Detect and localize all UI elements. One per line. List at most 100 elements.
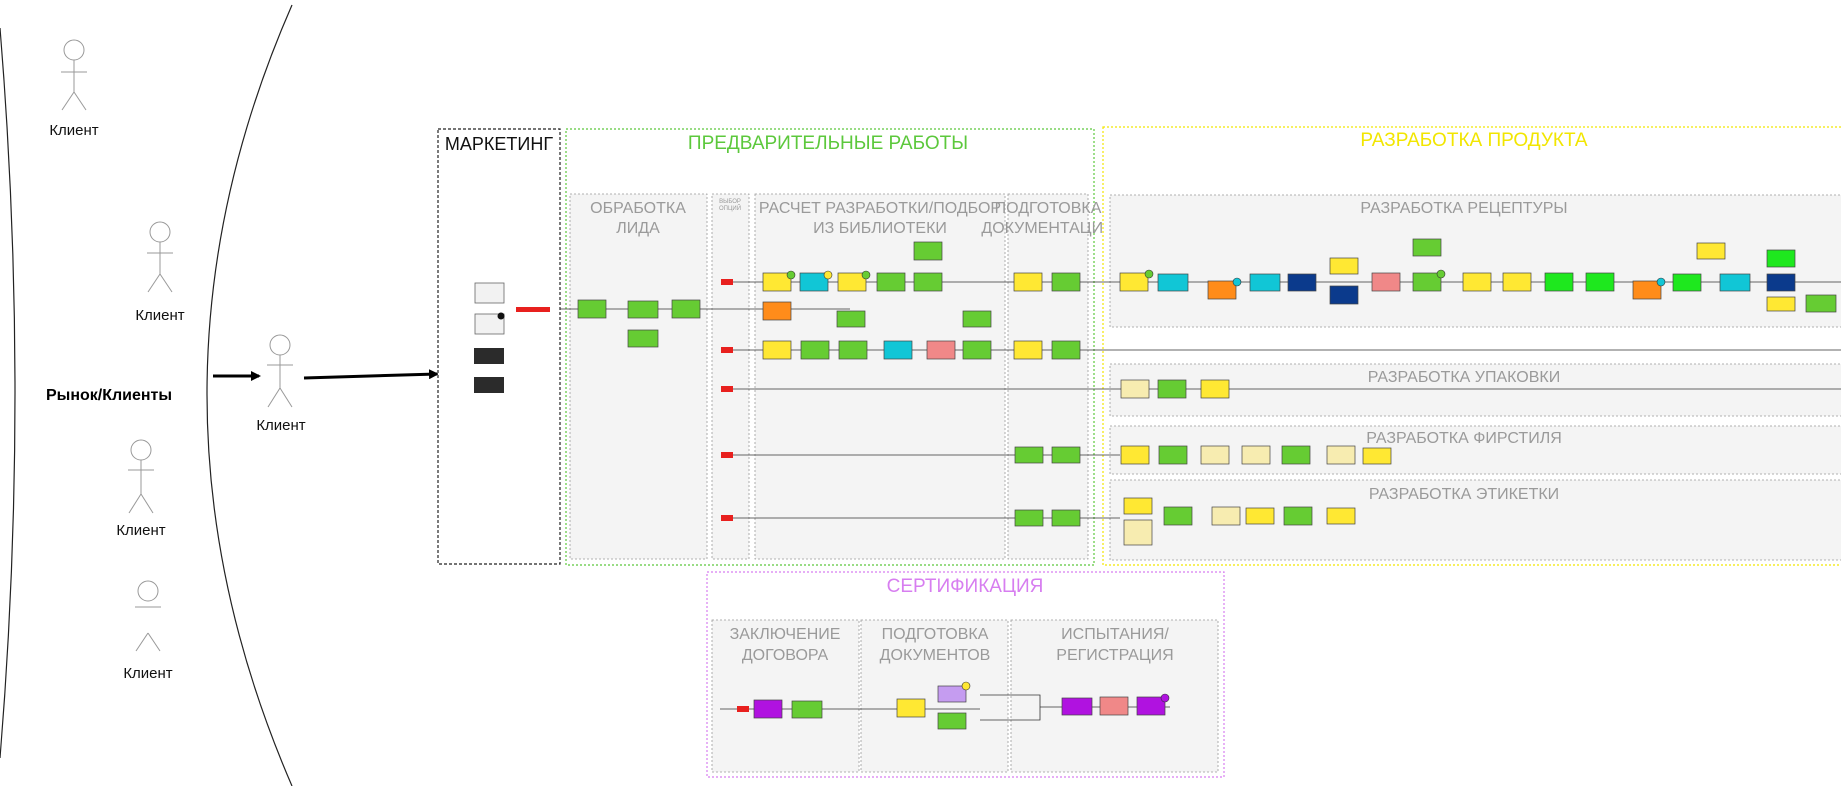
event-markers	[721, 279, 749, 712]
task-node[interactable]	[1329, 257, 1359, 275]
task-node[interactable]	[1249, 273, 1281, 292]
task-node[interactable]	[1283, 506, 1313, 526]
task-node[interactable]	[1544, 272, 1574, 292]
task-node[interactable]	[1766, 296, 1796, 312]
task-node[interactable]	[1136, 696, 1166, 716]
marketing-dark-block-2[interactable]	[474, 377, 504, 393]
task-node[interactable]	[1014, 509, 1044, 527]
task-node[interactable]	[1766, 249, 1796, 268]
task-node[interactable]	[1061, 697, 1093, 716]
task-node[interactable]	[1158, 445, 1188, 465]
task-node[interactable]	[1766, 273, 1796, 292]
task-node[interactable]	[1412, 272, 1442, 292]
task-node[interactable]	[1200, 379, 1230, 399]
packaging-lane	[1109, 363, 1841, 417]
task-node[interactable]	[926, 340, 956, 360]
task-node[interactable]	[1585, 272, 1615, 292]
task-node[interactable]	[1241, 445, 1271, 465]
marketing-event-red	[516, 307, 550, 312]
task-node[interactable]	[1281, 445, 1311, 465]
task-node[interactable]	[913, 241, 943, 261]
recipe-title: РАЗРАБОТКА РЕЦЕПТУРЫ	[1360, 200, 1567, 217]
task-node[interactable]	[962, 310, 992, 328]
task-node[interactable]	[799, 272, 829, 292]
market-area: Клиент Клиент Клиент Клиент	[0, 4, 439, 786]
client-figure-3	[267, 334, 293, 408]
task-node[interactable]	[762, 301, 792, 321]
task-node[interactable]	[1362, 447, 1392, 465]
task-node[interactable]	[1287, 273, 1317, 292]
task-node[interactable]	[1014, 446, 1044, 464]
task-node[interactable]	[962, 340, 992, 360]
marketing-end-event	[497, 312, 505, 320]
task-node[interactable]	[836, 310, 866, 328]
task-node[interactable]	[1119, 272, 1149, 292]
documentation-lane	[1007, 193, 1089, 560]
task-node[interactable]	[1207, 280, 1237, 300]
task-node[interactable]	[1462, 272, 1492, 292]
task-node[interactable]	[1120, 379, 1150, 399]
task-node[interactable]	[753, 699, 783, 719]
task-node[interactable]	[1051, 446, 1081, 464]
marketing-task-1[interactable]	[474, 282, 505, 304]
task-node[interactable]	[1719, 273, 1751, 292]
task-node[interactable]	[1245, 507, 1275, 525]
task-node[interactable]	[937, 712, 967, 730]
task-node[interactable]	[1696, 242, 1726, 260]
client-label-5: Клиент	[123, 665, 172, 682]
task-node[interactable]	[1329, 285, 1359, 305]
event-marker	[721, 452, 733, 458]
task-node[interactable]	[1120, 445, 1150, 465]
marketing-dark-block-1[interactable]	[474, 348, 504, 364]
task-node[interactable]	[1157, 379, 1187, 399]
task-node[interactable]	[791, 700, 823, 719]
task-node[interactable]	[1326, 445, 1356, 465]
task-node[interactable]	[896, 698, 926, 718]
task-node[interactable]	[876, 272, 906, 292]
task-node[interactable]	[1013, 340, 1043, 360]
product-dev-stage: РАЗРАБОТКА ПРОДУКТА РАЗРАБОТКА РЕЦЕПТУРЫ…	[1102, 126, 1841, 566]
task-node[interactable]	[1672, 273, 1702, 292]
calculation-title-1: РАСЧЕТ РАЗРАБОТКИ/ПОДБОР	[759, 200, 1001, 217]
task-node[interactable]	[627, 300, 659, 319]
event-marker	[721, 386, 733, 392]
task-node[interactable]	[1099, 696, 1129, 716]
task-node[interactable]	[671, 299, 701, 319]
task-node[interactable]	[1371, 272, 1401, 292]
option-choice-title-2: ОПЦИЙ	[719, 204, 741, 212]
task-node[interactable]	[627, 329, 659, 348]
task-node[interactable]	[1051, 272, 1081, 292]
task-node[interactable]	[1123, 519, 1153, 546]
task-node[interactable]	[762, 340, 792, 360]
task-node[interactable]	[838, 340, 868, 360]
task-node[interactable]	[1051, 509, 1081, 527]
task-node[interactable]	[937, 685, 967, 703]
task-node[interactable]	[577, 299, 607, 319]
task-node[interactable]	[1123, 497, 1153, 515]
task-node[interactable]	[1051, 340, 1081, 360]
task-node[interactable]	[800, 340, 830, 360]
task-node[interactable]	[1412, 238, 1442, 257]
task-node[interactable]	[1157, 273, 1189, 292]
task-node[interactable]	[1805, 294, 1837, 313]
task-node[interactable]	[1326, 507, 1356, 525]
status-dot	[1160, 693, 1170, 703]
task-node[interactable]	[1211, 506, 1241, 526]
task-node[interactable]	[1632, 280, 1662, 300]
marketing-task-2[interactable]	[474, 313, 505, 335]
task-node[interactable]	[837, 272, 867, 292]
documents-title-1: ПОДГОТОВКА	[882, 626, 989, 643]
task-node[interactable]	[1163, 506, 1193, 526]
event-marker	[737, 706, 749, 712]
task-node[interactable]	[913, 272, 943, 292]
task-node[interactable]	[883, 340, 913, 360]
task-node[interactable]	[1200, 445, 1230, 465]
event-marker	[721, 279, 733, 285]
product-dev-title: РАЗРАБОТКА ПРОДУКТА	[1360, 130, 1588, 151]
task-node[interactable]	[762, 272, 792, 292]
task-nodes	[577, 238, 1837, 730]
task-node[interactable]	[1502, 272, 1532, 292]
market-boundary-curve	[206, 4, 293, 786]
task-node[interactable]	[1013, 272, 1043, 292]
